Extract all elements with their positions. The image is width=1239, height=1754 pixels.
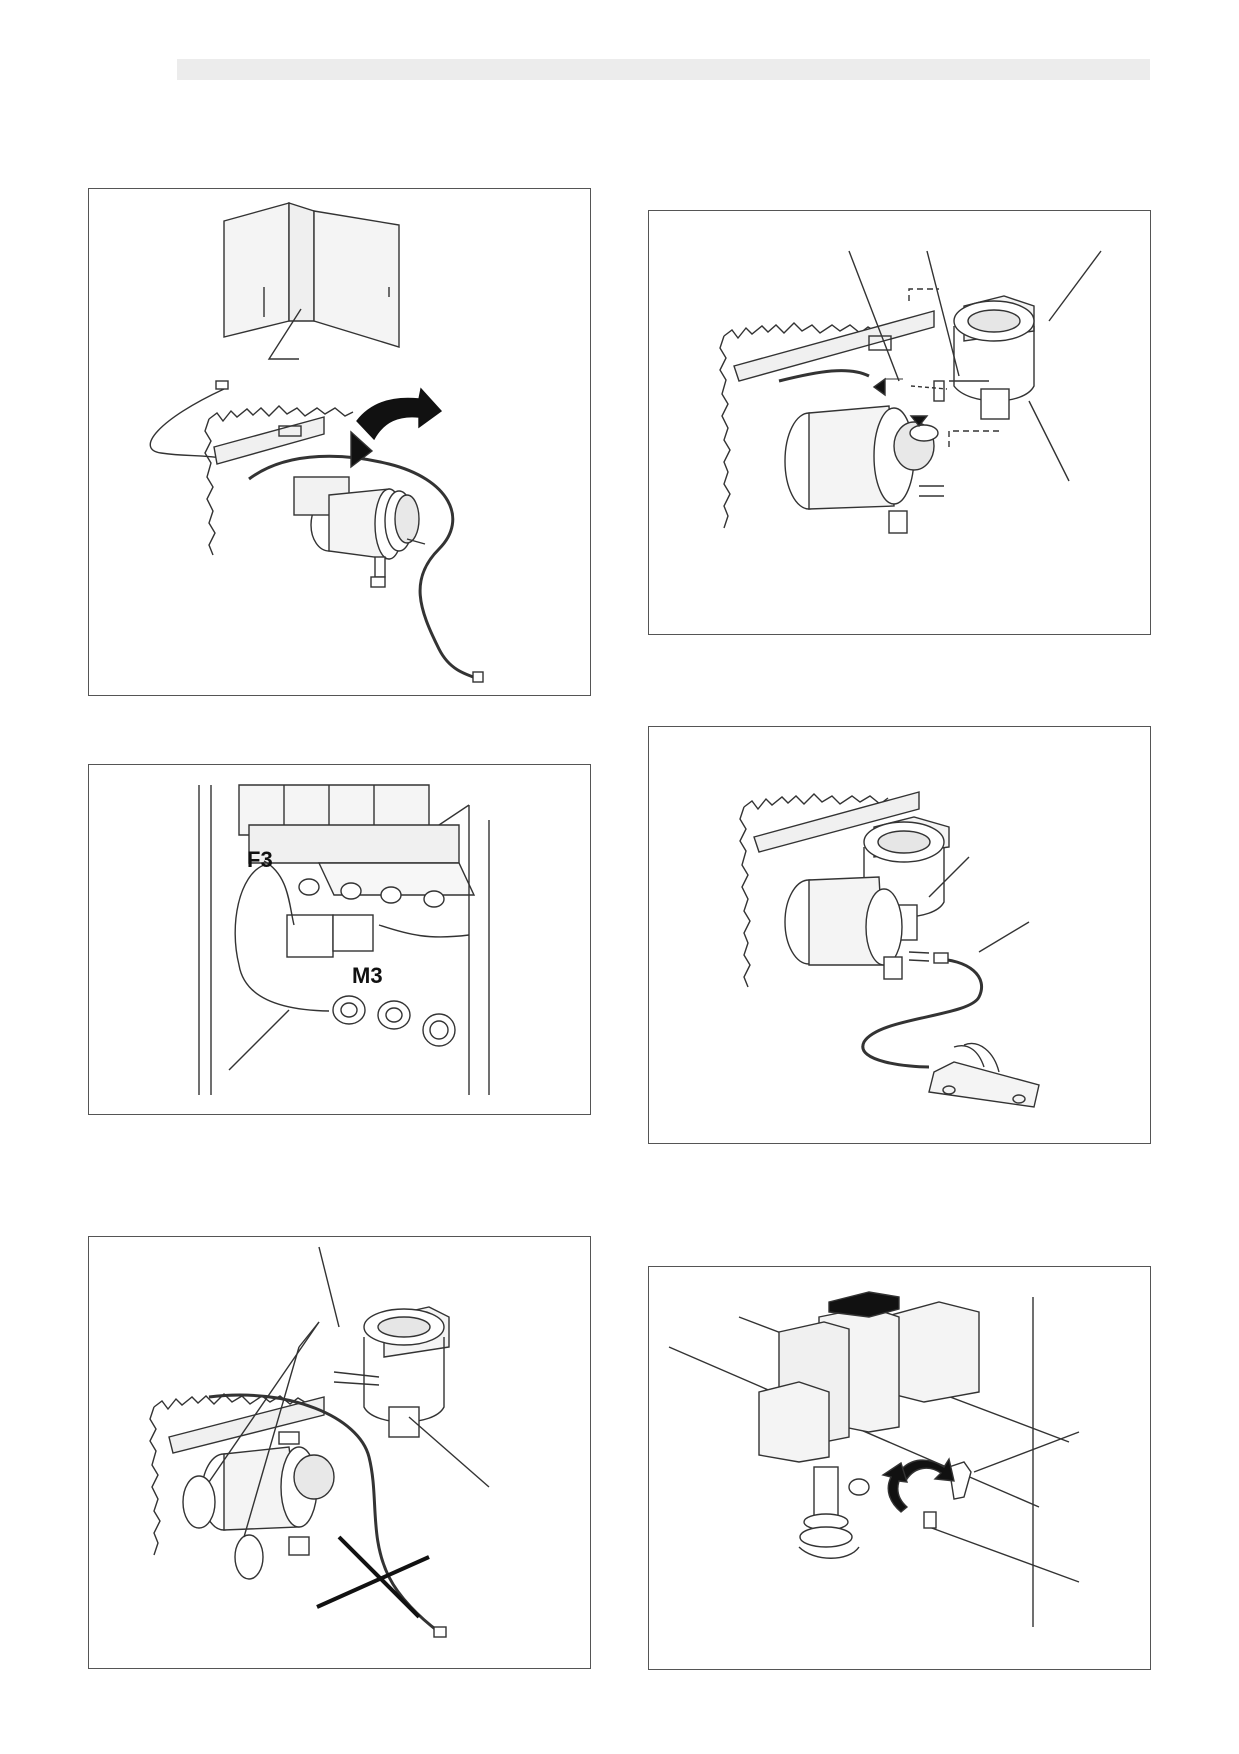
figure-assembled-hose [648, 726, 1151, 1144]
label-m3: M3 [352, 963, 383, 988]
cut-hose-illustration [149, 1246, 490, 1638]
exploded-fitting-illustration [719, 250, 1102, 534]
header-bar [177, 59, 1150, 80]
cabinet-pump-illustration [149, 202, 484, 683]
figure-wiring-f3-m3: F3 M3 [88, 764, 591, 1115]
label-f3: F3 [247, 847, 273, 872]
figure-mixers-rotate [648, 1266, 1151, 1670]
figure-exploded-fitting [648, 210, 1151, 635]
figure-cabinet-pump [88, 188, 591, 696]
wiring-illustration: F3 M3 [198, 784, 490, 1095]
mixers-rotate-illustration [668, 1291, 1080, 1627]
figure-cut-hose [88, 1236, 591, 1669]
assembled-hose-illustration [739, 791, 1040, 1108]
